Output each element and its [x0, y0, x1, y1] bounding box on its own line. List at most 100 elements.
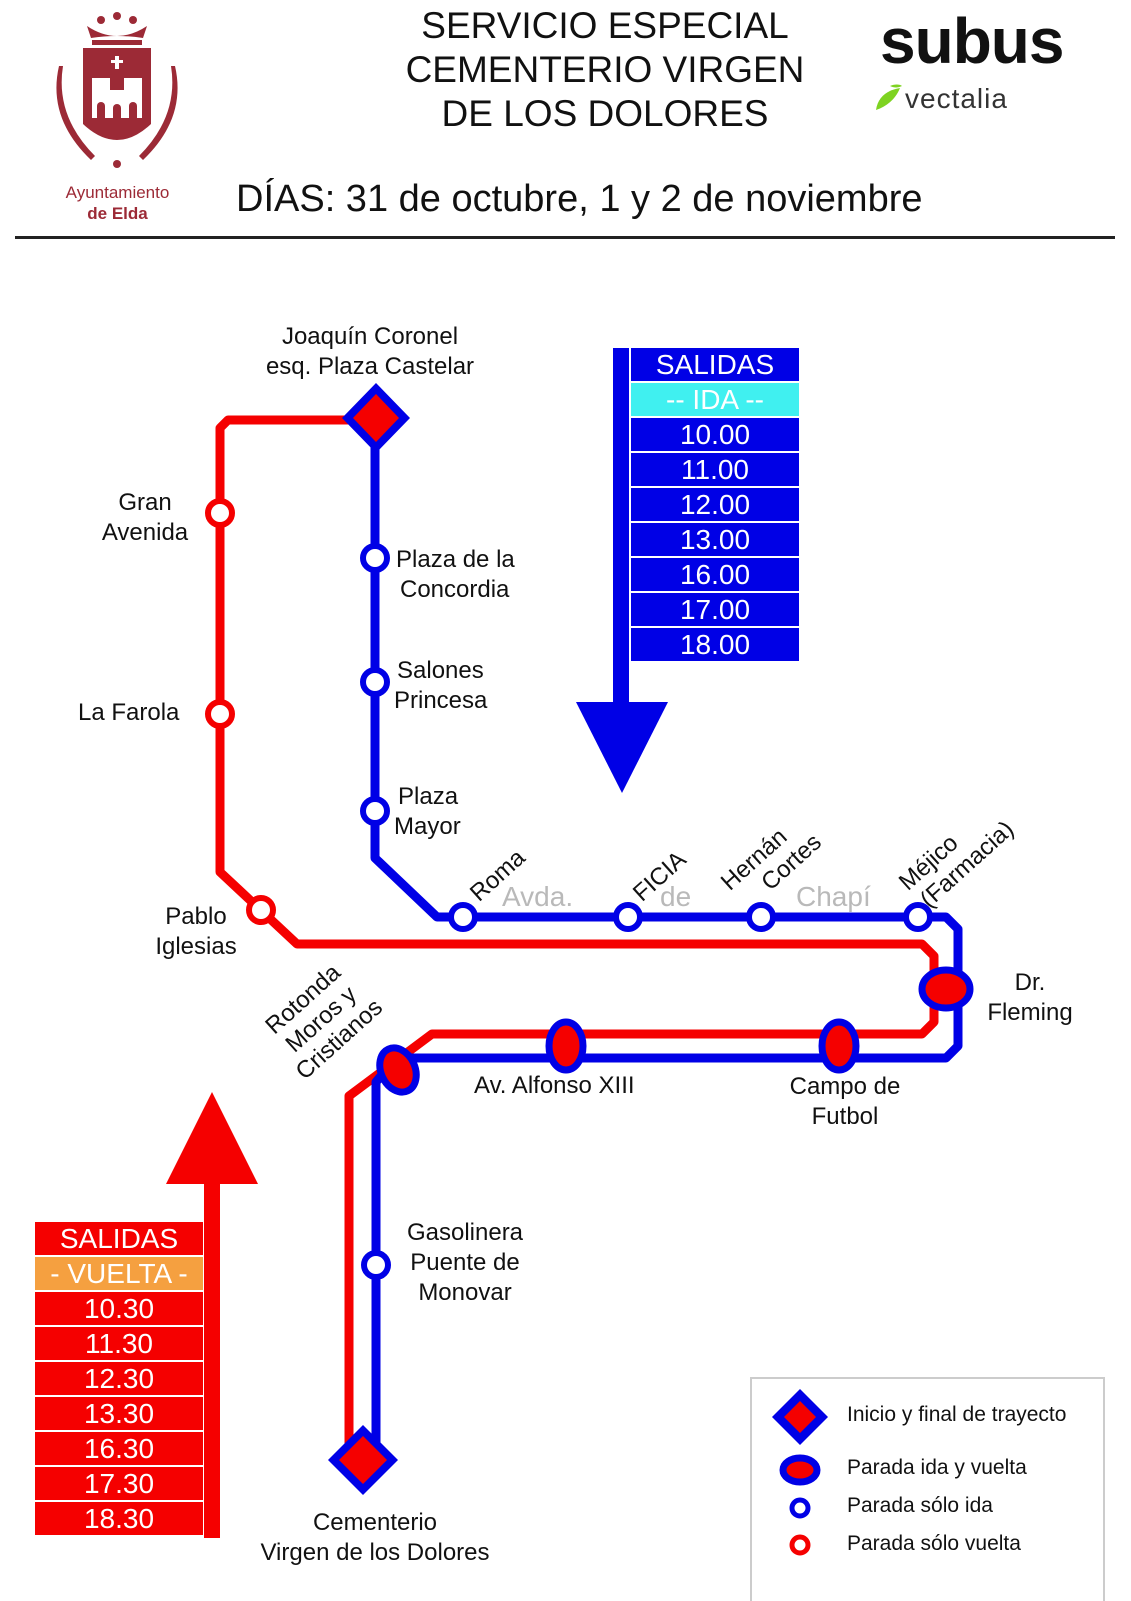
stop-label-line: Dr. [1014, 969, 1046, 996]
title-line: DE LOS DOLORES [441, 93, 769, 134]
municipality-line2: de Elda [87, 204, 148, 223]
oval-stop-icon[interactable] [818, 1018, 860, 1074]
stop-label-line: Plaza de la [396, 546, 515, 573]
ida-direction-arrow [576, 348, 668, 793]
stop-label-plaza-concordia: Plaza de la Concordia [396, 545, 515, 605]
stop-label-line: Mayor [394, 813, 461, 840]
schedule-ida-title: SALIDAS [631, 348, 799, 381]
stop-label-line: Princesa [394, 687, 488, 714]
page-title: SERVICIO ESPECIAL CEMENTERIO VIRGEN DE L… [370, 4, 840, 136]
stop-label-line: Virgen de los Dolores [260, 1539, 490, 1566]
blue-ring-stop-icon [789, 1497, 811, 1519]
schedule-ida: SALIDAS -- IDA -- 10.00 11.00 12.00 13.0… [631, 348, 799, 663]
stop-label-line: Concordia [400, 576, 510, 603]
stop-label-line: Avenida [101, 519, 189, 546]
stop-label-end: Cementerio Virgen de los Dolores [240, 1508, 510, 1568]
operator-sub-brand: vectalia [905, 83, 1008, 114]
schedule-vuelta: SALIDAS - VUELTA - 10.30 11.30 12.30 13.… [35, 1222, 203, 1537]
stop-label-dr-fleming: Dr. Fleming [980, 968, 1080, 1028]
stop-label-line: Fleming [987, 999, 1073, 1026]
stop-label-line: Gasolinera [406, 1219, 524, 1246]
red-ring-stop-icon[interactable] [246, 895, 276, 925]
red-ring-stop-icon[interactable] [205, 498, 235, 528]
schedule-ida-subtitle: -- IDA -- [631, 383, 799, 416]
stop-label-line: Futbol [811, 1103, 879, 1130]
municipality-line1: Ayuntamiento [65, 183, 170, 202]
schedule-vuelta-time: 13.30 [35, 1397, 203, 1430]
stop-label-line: esq. Plaza Castelar [265, 353, 475, 380]
schedule-ida-time: 16.00 [631, 558, 799, 591]
stop-label-gran-avenida: Gran Avenida [90, 488, 200, 548]
title-line: CEMENTERIO VIRGEN [405, 49, 805, 90]
legend-label: Parada ida y vuelta [847, 1456, 1027, 1479]
blue-ring-stop-icon[interactable] [448, 902, 478, 932]
title-line: SERVICIO ESPECIAL [421, 5, 789, 46]
service-days: DÍAS: 31 de octubre, 1 y 2 de noviembre [236, 178, 923, 220]
stop-label-line: Campo de [789, 1073, 901, 1100]
blue-ring-stop-icon[interactable] [360, 543, 390, 573]
schedule-ida-time: 13.00 [631, 523, 799, 556]
municipality-name: Ayuntamiento de Elda [40, 182, 195, 224]
schedule-vuelta-time: 10.30 [35, 1292, 203, 1325]
municipality-logo [45, 6, 190, 176]
schedule-vuelta-time: 18.30 [35, 1502, 203, 1535]
stop-label-start: Joaquín Coronel esq. Plaza Castelar [250, 322, 490, 382]
street-name-avda: Avda. [502, 881, 574, 912]
schedule-vuelta-time: 17.30 [35, 1467, 203, 1500]
stop-label-line: Joaquín Coronel [281, 323, 459, 350]
coat-of-arms-icon [56, 12, 178, 168]
stop-label-la-farola: La Farola [78, 699, 180, 726]
blue-ring-stop-icon[interactable] [903, 902, 933, 932]
schedule-ida-time: 10.00 [631, 418, 799, 451]
stop-label-alfonso-xiii: Av. Alfonso XIII [474, 1072, 635, 1099]
stop-label-line: Pablo [165, 903, 227, 930]
stop-label-line: Iglesias [155, 933, 237, 960]
stop-label-campo-futbol: Campo de Futbol [775, 1072, 915, 1132]
vuelta-route-line [215, 415, 939, 1460]
legend-label: Inicio y final de trayecto [847, 1403, 1067, 1426]
stop-label-plaza-mayor: Plaza Mayor [394, 782, 461, 842]
stop-end-diamond-icon[interactable] [328, 1425, 398, 1495]
schedule-vuelta-time: 16.30 [35, 1432, 203, 1465]
street-name-chapi: Chapí [796, 881, 871, 912]
stop-label-gasolinera: Gasolinera Puente de Monovar [395, 1218, 535, 1308]
diamond-stop-icon [772, 1389, 828, 1445]
blue-ring-stop-icon[interactable] [746, 902, 776, 932]
stop-start-diamond-icon[interactable] [342, 383, 410, 453]
vectalia-leaf-icon [872, 84, 904, 117]
schedule-vuelta-time: 12.30 [35, 1362, 203, 1395]
legend-label: Parada sólo vuelta [847, 1532, 1021, 1555]
blue-ring-stop-icon[interactable] [613, 902, 643, 932]
blue-ring-stop-icon[interactable] [360, 796, 390, 826]
schedule-vuelta-subtitle: - VUELTA - [35, 1257, 203, 1290]
stop-label-line: Salones [397, 657, 484, 684]
header-divider [15, 236, 1115, 239]
oval-stop-icon[interactable] [373, 1042, 423, 1098]
stop-label-salones-princesa: Salones Princesa [394, 656, 487, 716]
map-legend: Inicio y final de trayecto Parada ida y … [750, 1377, 1105, 1601]
stop-label-line: Plaza [398, 783, 459, 810]
stop-label-line: Gran [118, 489, 172, 516]
oval-stop-icon[interactable] [918, 966, 974, 1012]
stop-label-line: Cementerio [312, 1509, 438, 1536]
vuelta-direction-arrow [166, 1092, 258, 1538]
red-ring-stop-icon[interactable] [205, 699, 235, 729]
schedule-ida-time: 11.00 [631, 453, 799, 486]
schedule-ida-time: 17.00 [631, 593, 799, 626]
oval-stop-icon[interactable] [545, 1018, 587, 1074]
red-ring-stop-icon [789, 1534, 811, 1556]
oval-stop-icon [779, 1454, 821, 1486]
schedule-vuelta-time: 11.30 [35, 1327, 203, 1360]
street-name-de: de [660, 881, 692, 912]
blue-ring-stop-icon[interactable] [361, 1250, 391, 1280]
blue-ring-stop-icon[interactable] [360, 667, 390, 697]
legend-label: Parada sólo ida [847, 1494, 993, 1517]
stop-label-line: Monovar [418, 1279, 512, 1306]
operator-brand: subus [880, 5, 1064, 77]
stop-label-pablo-iglesias: Pablo Iglesias [146, 902, 246, 962]
schedule-ida-time: 18.00 [631, 628, 799, 661]
stop-label-line: Puente de [410, 1249, 520, 1276]
schedule-ida-time: 12.00 [631, 488, 799, 521]
schedule-vuelta-title: SALIDAS [35, 1222, 203, 1255]
